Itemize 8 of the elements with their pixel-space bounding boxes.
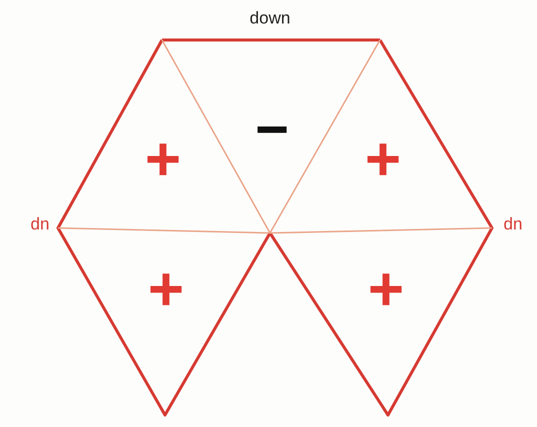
sign-label: − — [255, 101, 289, 159]
text-label: down — [250, 10, 290, 26]
sign-label: + — [364, 129, 402, 191]
vertex-label: dn — [504, 216, 522, 232]
sign-label: + — [148, 259, 184, 321]
vertex-label: dn — [30, 216, 50, 232]
sign-label: + — [368, 259, 404, 321]
sign-label: + — [144, 129, 182, 191]
